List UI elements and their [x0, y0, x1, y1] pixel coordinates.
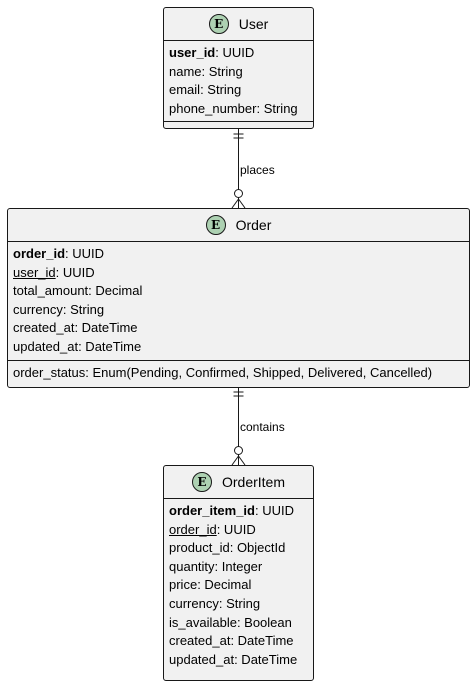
field-row: price: Decimal: [169, 576, 308, 595]
entity-title: Order: [235, 217, 272, 233]
field-row: created_at: DateTime: [169, 632, 308, 651]
entity-badge-icon: E: [208, 14, 229, 34]
entity-orderitem[interactable]: E OrderItem order_item_id: UUID order_id…: [163, 465, 314, 681]
entity-user[interactable]: E User user_id: UUID name: String email:…: [163, 7, 314, 129]
entity-fields: order_id: UUID user_id: UUID total_amoun…: [8, 242, 469, 361]
field-type: : Enum(Pending, Confirmed, Shipped, Deli…: [85, 364, 433, 380]
field-name: currency: [169, 595, 219, 611]
field-name: updated_at: [169, 651, 235, 667]
entity-header: E OrderItem: [164, 466, 313, 499]
field-row: updated_at: DateTime: [169, 651, 308, 670]
field-row: user_id: UUID: [13, 264, 464, 283]
entity-badge-icon: E: [205, 215, 226, 235]
field-type: : Decimal: [197, 577, 252, 593]
field-row: order_id: UUID: [169, 521, 308, 540]
relation-user-places-order: [231, 129, 246, 209]
field-row: user_id: UUID: [169, 44, 308, 63]
field-row: order_id: UUID: [13, 245, 464, 264]
field-name: name: [169, 63, 202, 79]
field-name: phone_number: [169, 100, 257, 116]
entity-header: E Order: [8, 209, 469, 242]
field-name: price: [169, 577, 198, 593]
entity-title: User: [238, 16, 269, 32]
field-row: email: String: [169, 81, 308, 100]
field-type: : String: [201, 63, 243, 79]
field-type: : UUID: [55, 264, 95, 280]
field-type: : DateTime: [230, 633, 294, 649]
field-row: quantity: Integer: [169, 558, 308, 577]
field-row: updated_at: DateTime: [13, 338, 464, 357]
field-type: : String: [62, 301, 105, 317]
field-name: quantity: [169, 558, 215, 574]
entity-fields: user_id: UUID name: String email: String…: [164, 41, 313, 123]
field-type: : String: [218, 595, 261, 611]
field-name: currency: [13, 301, 63, 317]
field-type: : UUID: [215, 45, 255, 60]
entity-fields: order_item_id: UUID order_id: UUID produ…: [164, 499, 313, 672]
field-type: : DateTime: [74, 320, 138, 336]
field-type: : DateTime: [234, 651, 298, 667]
field-name: created_at: [13, 320, 75, 336]
relation-label-contains: contains: [240, 420, 285, 434]
field-type: : DateTime: [78, 338, 142, 354]
field-name: order_id: [169, 521, 217, 537]
field-type: : Boolean: [236, 614, 292, 630]
field-name: order_item_id: [169, 503, 255, 518]
field-type: : String: [200, 82, 242, 98]
field-type: : ObjectId: [229, 540, 286, 556]
field-row: order_item_id: UUID: [169, 502, 308, 521]
field-row: phone_number: String: [169, 100, 308, 119]
field-name: order_status: [13, 364, 86, 380]
field-type: : UUID: [254, 503, 294, 518]
field-type: : Decimal: [88, 283, 143, 299]
relation-label-places: places: [240, 163, 275, 177]
field-type: : String: [256, 100, 298, 116]
field-row: name: String: [169, 63, 308, 82]
field-row: created_at: DateTime: [13, 319, 464, 338]
field-name: total_amount: [13, 283, 89, 299]
entity-badge-icon: E: [191, 472, 212, 492]
field-name: is_available: [169, 614, 237, 630]
entity-order[interactable]: E Order order_id: UUID user_id: UUID tot…: [7, 208, 470, 388]
field-row: product_id: ObjectId: [169, 539, 308, 558]
field-name: user_id: [13, 264, 56, 280]
relation-order-contains-orderitem: [231, 388, 246, 466]
field-type: : UUID: [216, 521, 256, 537]
field-row: currency: String: [169, 595, 308, 614]
field-row: total_amount: Decimal: [13, 282, 464, 301]
field-name: email: [169, 82, 201, 98]
field-name: order_id: [13, 246, 66, 261]
field-row: currency: String: [13, 301, 464, 320]
field-name: updated_at: [13, 338, 79, 354]
field-row: order_status: Enum(Pending, Confirmed, S…: [13, 364, 464, 383]
field-type: : UUID: [65, 246, 105, 261]
entity-header: E User: [164, 8, 313, 41]
field-name: product_id: [169, 540, 230, 556]
field-type: : Integer: [214, 558, 263, 574]
field-name: user_id: [169, 45, 216, 60]
entity-extra-fields: order_status: Enum(Pending, Confirmed, S…: [8, 361, 469, 386]
entity-empty-section: [164, 122, 313, 136]
entity-title: OrderItem: [221, 474, 285, 490]
field-name: created_at: [169, 633, 231, 649]
field-row: is_available: Boolean: [169, 614, 308, 633]
